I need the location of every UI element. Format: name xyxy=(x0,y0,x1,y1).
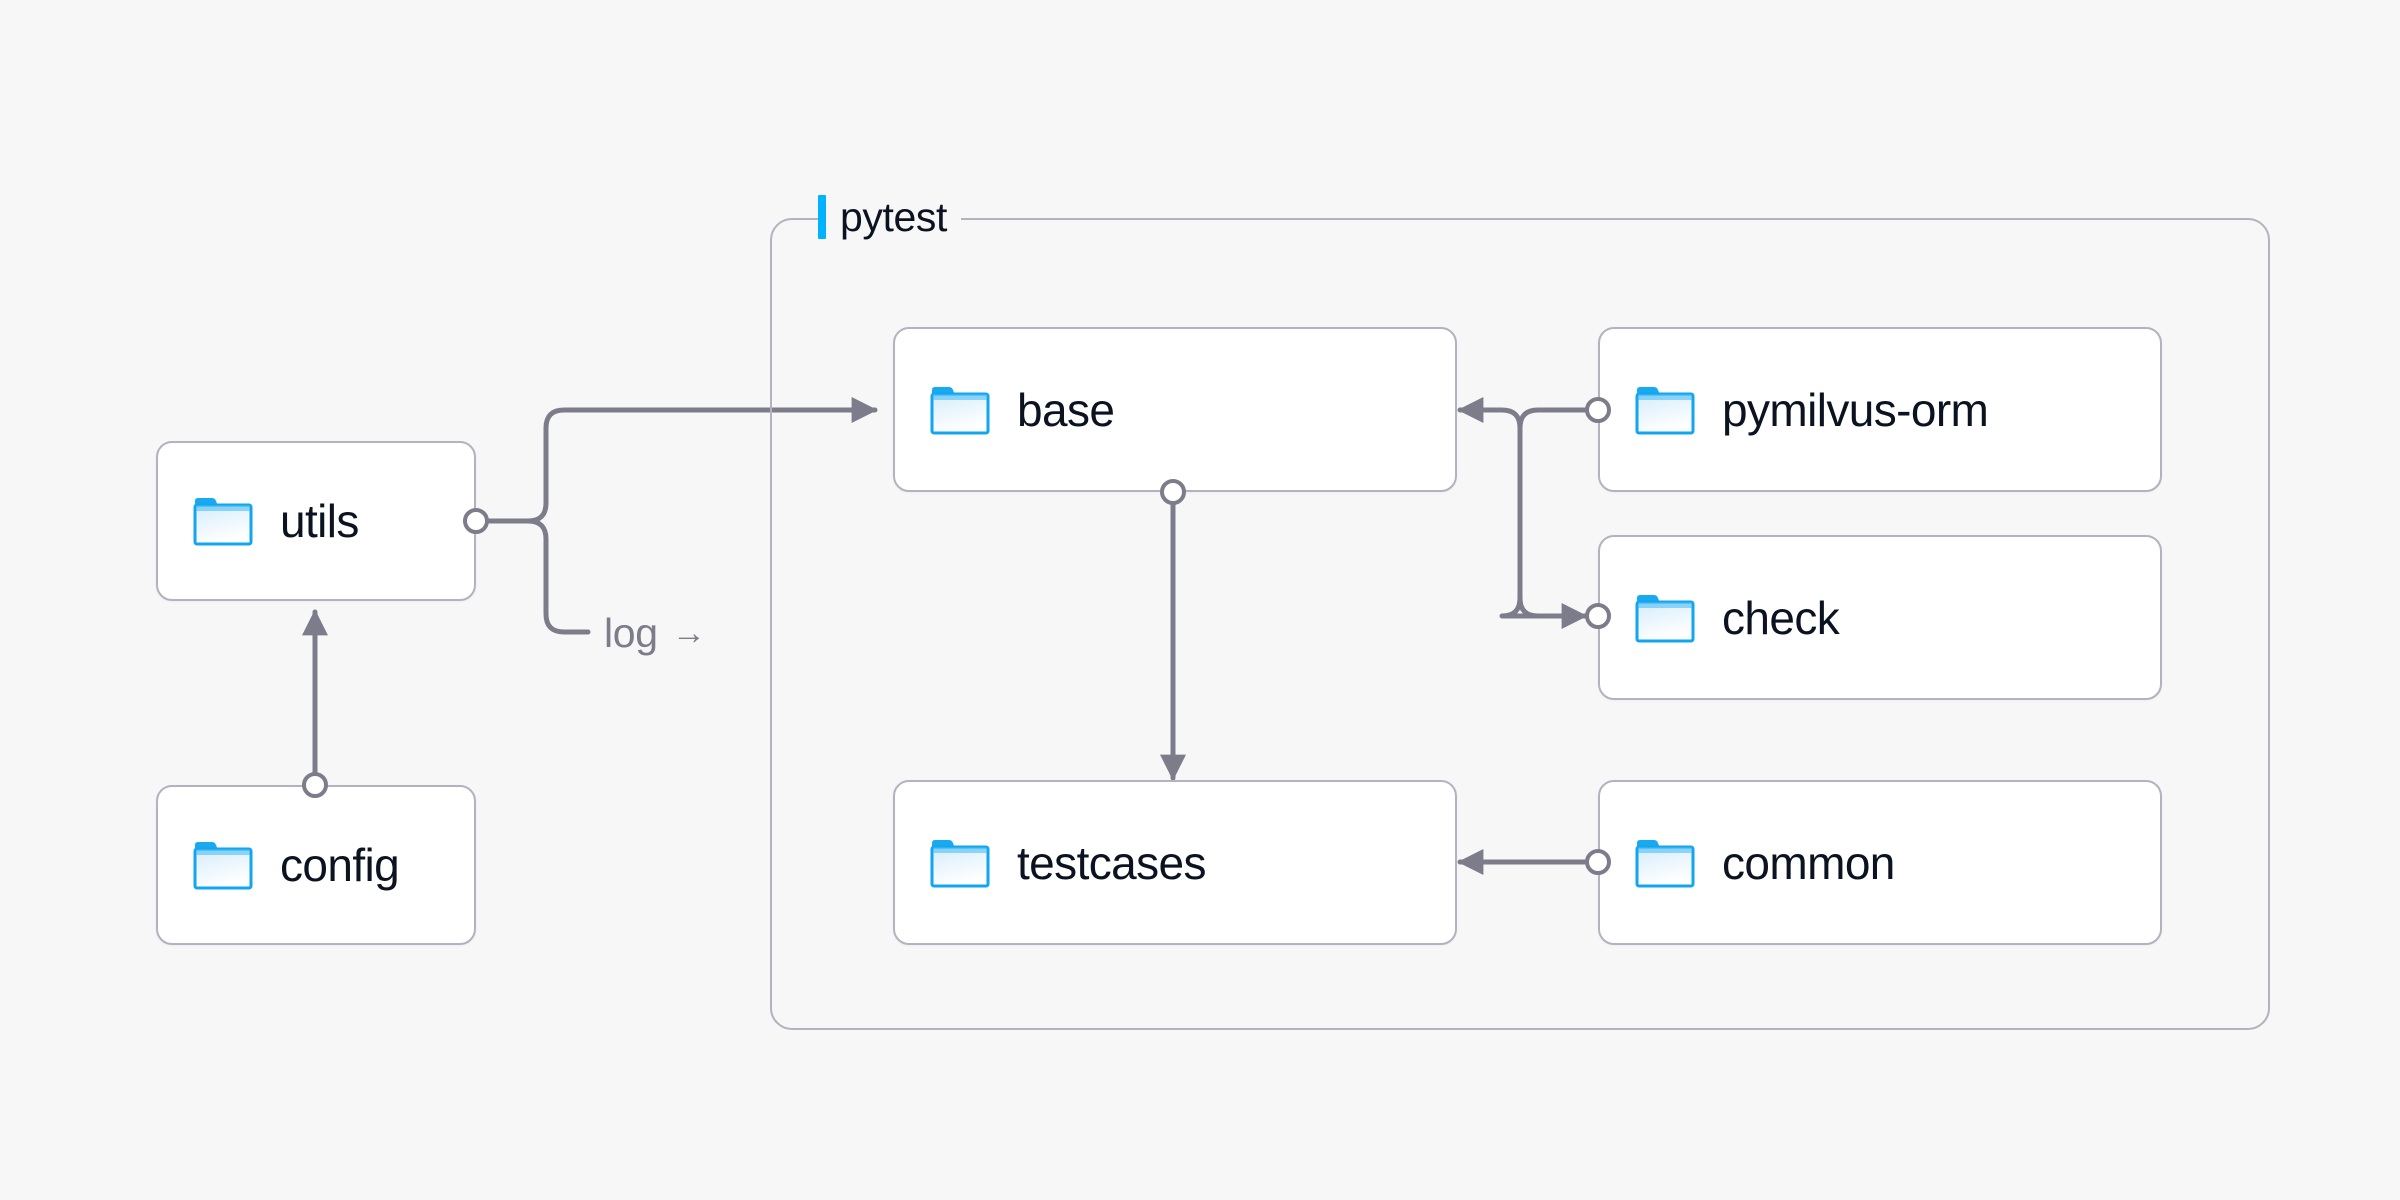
node-config-label: config xyxy=(280,839,400,891)
node-base-label: base xyxy=(1017,383,1115,436)
group-accent-bar xyxy=(818,195,826,239)
node-pymilvus-orm[interactable]: pymilvus-orm xyxy=(1598,327,2162,492)
group-pytest-label: pytest xyxy=(818,193,961,241)
handle-config-top[interactable] xyxy=(302,772,328,798)
folder-icon xyxy=(930,386,990,434)
folder-icon xyxy=(1635,386,1695,434)
node-testcases[interactable]: testcases xyxy=(893,780,1457,945)
node-utils-label: utils xyxy=(280,495,359,547)
folder-icon xyxy=(930,839,990,887)
node-utils[interactable]: utils xyxy=(156,441,476,601)
group-pytest[interactable] xyxy=(770,218,2270,1030)
folder-icon xyxy=(1635,594,1695,642)
node-common[interactable]: common xyxy=(1598,780,2162,945)
arrow-right-icon: → xyxy=(671,614,706,652)
handle-common-left[interactable] xyxy=(1585,849,1611,875)
edge-label-log: log → xyxy=(594,608,716,658)
node-base[interactable]: base xyxy=(893,327,1457,492)
folder-icon xyxy=(193,842,253,890)
node-testcases-label: testcases xyxy=(1017,836,1207,889)
folder-icon xyxy=(193,498,253,546)
edge-label-log-text: log xyxy=(604,609,658,656)
handle-pymilvus-orm-left[interactable] xyxy=(1585,397,1611,423)
node-config[interactable]: config xyxy=(156,785,476,945)
folder-icon xyxy=(1635,839,1695,887)
handle-check-left[interactable] xyxy=(1585,603,1611,629)
group-pytest-title: pytest xyxy=(840,193,947,240)
node-check[interactable]: check xyxy=(1598,535,2162,700)
handle-utils-right[interactable] xyxy=(463,508,489,534)
edge-utils-log xyxy=(487,518,591,635)
node-pymilvus-orm-label: pymilvus-orm xyxy=(1722,383,1989,436)
handle-base-bottom[interactable] xyxy=(1160,479,1186,505)
node-common-label: common xyxy=(1722,836,1895,889)
node-check-label: check xyxy=(1722,591,1840,644)
